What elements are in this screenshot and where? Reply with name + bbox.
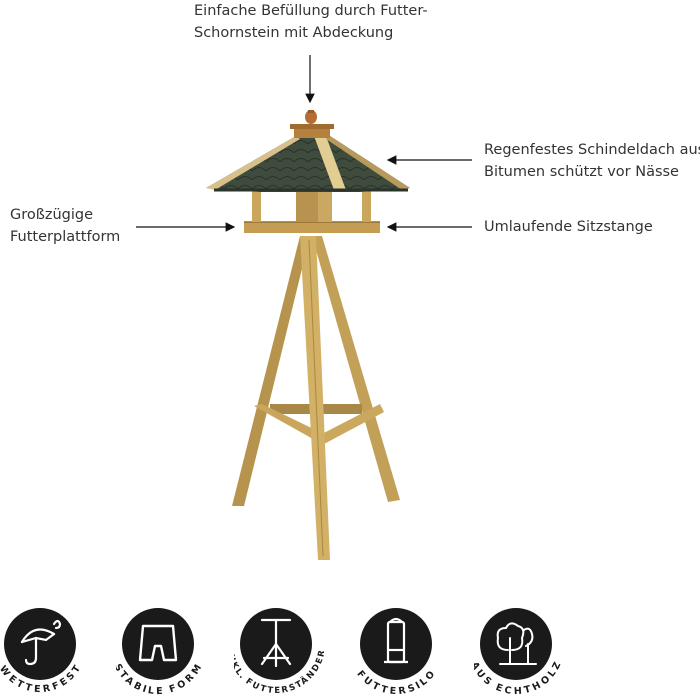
feed-silo-icon [384,617,408,664]
leg-front [300,236,330,560]
brace-right [318,404,384,444]
callout-top-line-2: Schornstein mit Abdeckung [194,25,394,41]
callout-platform-line-2: Futterplattform [10,229,121,245]
badge-futtersilo: FUTTERSILO [354,594,444,700]
post-right [362,188,371,222]
chimney-knob [305,110,317,124]
shingle-roof [206,136,410,192]
badge-futterstaender: INKL. FUTTERSTÄNDER [234,594,324,700]
leg-back-left [232,236,310,506]
callout-roof: Regenfestes Schindeldach aus Bitumen sch… [484,139,700,183]
post-left [252,188,261,222]
badge-echtholz: AUS ECHTHOLZ [474,594,564,700]
callout-top-line-1: Einfache Befüllung durch Futter- [194,3,428,19]
callout-roof-line-2: Bitumen schützt vor Nässe [484,164,679,180]
callout-perch: Umlaufende Sitzstange [484,216,653,238]
umbrella-rain-icon [20,619,62,666]
badge-stabile-form: STABILE FORM [116,594,206,700]
brace-left [254,404,328,444]
callout-platform-line-1: Großzügige [10,207,94,223]
badge-wetterfest: WETTERFEST [0,594,88,700]
callout-perch-line-1: Umlaufende Sitzstange [484,219,653,235]
leg-back-right [312,236,400,502]
callout-roof-line-1: Regenfestes Schindeldach aus [484,142,700,158]
bird-feeder-illustration [136,55,472,560]
callout-top: Einfache Befüllung durch Futter- Schorns… [194,0,428,44]
callout-platform: Großzügige Futterplattform [10,204,120,248]
stand-icon [260,618,292,668]
feeding-platform [244,222,380,233]
trees-icon [496,622,537,665]
stable-shape-icon [138,624,178,662]
